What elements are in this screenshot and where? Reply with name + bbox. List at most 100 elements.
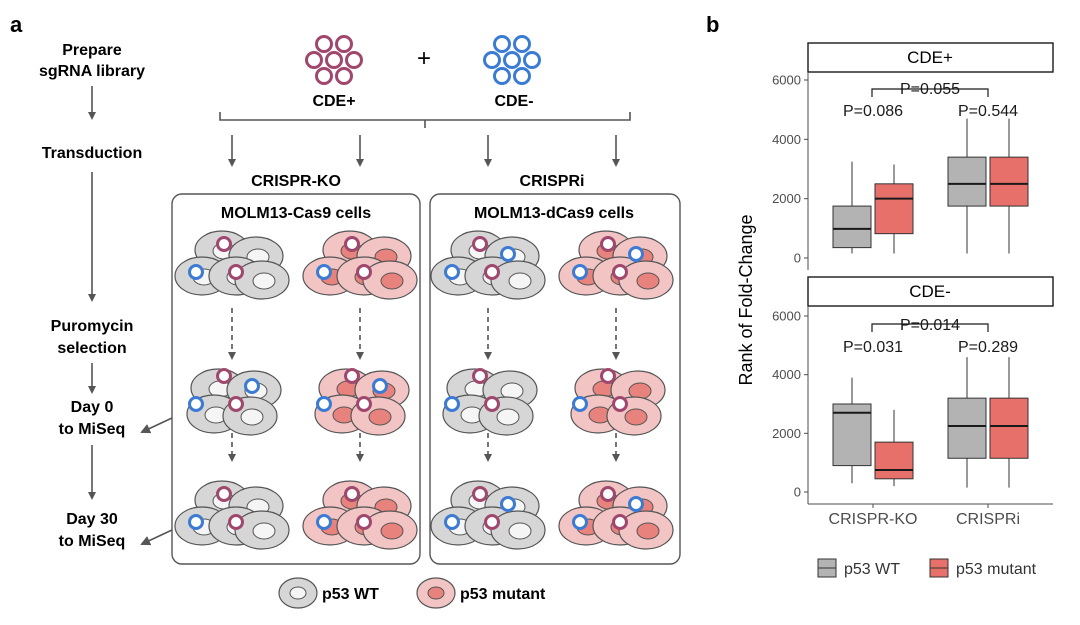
sgrna-circle-icon [356, 264, 372, 280]
sgrna-circle-icon [444, 264, 460, 280]
step-puromycin-1: Puromycin [51, 318, 134, 335]
crispri-box [429, 193, 681, 565]
pvalue-crispr-ko-cde-minus: P=0.031 [843, 339, 903, 356]
step-prepare-2: sgRNA library [39, 63, 145, 80]
nucleus-icon [508, 522, 532, 540]
sgrna-circle-icon [503, 51, 521, 69]
cell-clusters [174, 230, 674, 550]
sgrna-circle-icon [188, 514, 204, 530]
sgrna-circle-icon [216, 486, 232, 502]
comparison-bracket [871, 323, 989, 332]
nucleus-icon [508, 272, 532, 290]
p53-wt-cell-cluster [442, 368, 538, 436]
facet-label-cde-plus: CDE+ [907, 48, 953, 67]
sgrna-circle-icon [344, 236, 360, 252]
nucleus-icon [496, 408, 520, 426]
pvalue-between-cde-minus: P=0.014 [900, 317, 960, 334]
sgrna-circle-icon [493, 67, 511, 85]
crispri-cells-label: MOLM13-dCas9 cells [474, 205, 634, 222]
panel-a: a Prepare sgRNA library Transduction Pur… [10, 12, 681, 609]
step-prepare-1: Prepare [62, 42, 122, 59]
library-bracket [219, 112, 631, 128]
step-transduction: Transduction [42, 145, 142, 162]
nucleus-icon [380, 272, 404, 290]
sgrna-circle-icon [335, 35, 353, 53]
sgrna-circle-icon [228, 514, 244, 530]
sgrna-circle-icon [244, 378, 260, 394]
box-body [989, 156, 1029, 207]
nucleus-icon [252, 522, 276, 540]
sgrna-circle-icon [228, 264, 244, 280]
cell-legend: p53 WT p53 mutant [278, 577, 546, 609]
p53-mutant-cell-cluster [302, 230, 418, 300]
boxplots [832, 118, 1029, 488]
pvalue-crispri-cde-plus: P=0.544 [958, 103, 1018, 120]
p53-mutant-cell-cluster [302, 480, 418, 550]
y-tick-label: 4000 [772, 132, 801, 147]
panel-b: b Rank of Fold-Change CDE+ CDE- 0 2000 400… [706, 12, 1054, 578]
sgrna-circle-icon [612, 264, 628, 280]
sgrna-circle-icon [216, 368, 232, 384]
step-day0-2: to MiSeq [59, 421, 126, 438]
box-body [947, 156, 987, 207]
sgrna-circle-icon [472, 236, 488, 252]
panel-b-label: b [706, 12, 719, 37]
miseq-arrow [140, 529, 173, 546]
cde-minus-library-icon [483, 35, 541, 85]
sgrna-circle-icon [523, 51, 541, 69]
sgrna-circle-icon [228, 396, 244, 412]
sgrna-circle-icon [484, 514, 500, 530]
p53-mutant-cell-cluster [570, 368, 666, 436]
step-day0-1: Day 0 [71, 399, 114, 416]
sgrna-circle-icon [344, 486, 360, 502]
y-tick-label: 0 [794, 485, 801, 500]
sgrna-circle-icon [513, 67, 531, 85]
cde-minus-label: CDE- [494, 93, 533, 110]
step-day30-2: to MiSeq [59, 533, 126, 550]
facet-label-cde-minus: CDE- [909, 282, 951, 301]
sgrna-circle-icon [572, 264, 588, 280]
sgrna-circle-icon [484, 396, 500, 412]
sgrna-circle-icon [500, 246, 516, 262]
sgrna-circle-icon [628, 496, 644, 512]
box-body [947, 397, 987, 459]
sgrna-circle-icon [356, 514, 372, 530]
box-body [989, 397, 1029, 459]
sgrna-circle-icon [600, 368, 616, 384]
y-tick-label: 2000 [772, 426, 801, 441]
sgrna-circle-icon [315, 35, 333, 53]
sgrna-circle-icon [484, 264, 500, 280]
nucleus-icon [252, 272, 276, 290]
facet-strip-cde-minus [807, 276, 1054, 307]
p53-mutant-cell-cluster [558, 230, 674, 300]
sgrna-circle-icon [572, 396, 588, 412]
chart-legend: p53 WT p53 mutant [817, 558, 1037, 578]
sgrna-circle-icon [188, 264, 204, 280]
box-body [874, 183, 914, 235]
sgrna-circle-icon [325, 51, 343, 69]
sgrna-circle-icon [513, 35, 531, 53]
sgrna-circle-icon [344, 368, 360, 384]
p53-wt-cell-cluster [430, 230, 546, 300]
nucleus-icon [636, 522, 660, 540]
dashed-arrows [228, 308, 620, 462]
crispri-title: CRISPRi [520, 173, 585, 190]
sgrna-circle-icon [335, 67, 353, 85]
legend-mutant-text: p53 mutant [956, 561, 1037, 578]
nucleus-icon [624, 408, 648, 426]
p53-wt-cell-cluster [174, 230, 290, 300]
sgrna-circle-icon [483, 51, 501, 69]
nucleus-icon [380, 522, 404, 540]
sgrna-circle-icon [572, 514, 588, 530]
legend-wt-text: p53 WT [844, 561, 900, 578]
p53-wt-cell-cluster [430, 480, 546, 550]
mutant-nucleus-icon [427, 586, 445, 600]
wt-nucleus-icon [289, 586, 307, 600]
y-tick-label: 6000 [772, 309, 801, 324]
sgrna-circle-icon [345, 51, 363, 69]
sgrna-circle-icon [356, 396, 372, 412]
y-axis-label: Rank of Fold-Change [736, 214, 756, 385]
y-tick-label: 2000 [772, 191, 801, 206]
sgrna-circle-icon [600, 236, 616, 252]
